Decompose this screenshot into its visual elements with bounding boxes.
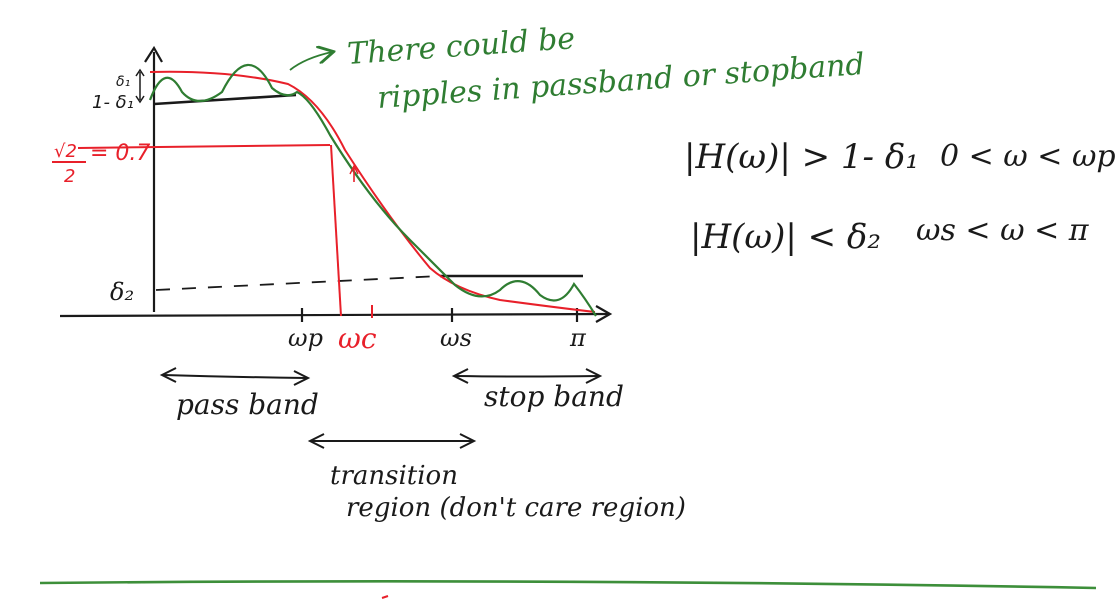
omega-p-label: ωp (288, 324, 323, 352)
red-response (52, 70, 596, 318)
root2-numerator: √2 (54, 141, 77, 162)
pi-label: π (569, 324, 587, 352)
delta2-dashed-line (155, 275, 441, 291)
ripple-note-line1: There could be (346, 21, 576, 72)
delta2-label: δ₂ (110, 278, 134, 306)
root2-denominator: 2 (64, 166, 75, 187)
condition1-lhs: |H(ω)| > 1- δ₁ (684, 137, 919, 177)
green-magnitude-curve (148, 63, 597, 317)
transition-label-line2: region (don't care region) (346, 493, 686, 523)
stopband-arrow (455, 375, 599, 378)
equals-07-label: = 0.7 (90, 141, 150, 166)
omega-c-label: ωc (338, 322, 377, 355)
passband-arrow (163, 374, 307, 379)
region-arrows (159, 367, 603, 449)
note-pointer-arrow (289, 52, 332, 71)
condition2-rhs: ωs < ω < π (916, 213, 1090, 248)
red-07-level-line (77, 144, 331, 149)
red-magnitude-curve (149, 70, 596, 313)
condition2-lhs: |H(ω)| < δ₂ (690, 217, 881, 257)
passband-label: pass band (176, 388, 319, 421)
condition1-rhs: 0 < ω < ωp (940, 139, 1116, 174)
green-response (148, 52, 597, 317)
stopband-label: stop band (484, 380, 624, 413)
omega-s-label: ωs (440, 324, 472, 352)
red-cutoff-vertical (330, 144, 342, 317)
one-minus-delta1-label: 1- δ₁ (92, 92, 134, 113)
axes (59, 45, 613, 323)
ink-dot (381, 595, 389, 599)
delta1-small-label: δ₁ (116, 74, 130, 90)
x-axis-arrowhead (595, 305, 613, 323)
y-axis-arrowhead (144, 45, 163, 63)
delta1-indicator (135, 68, 145, 104)
transition-label-line1: transition (330, 461, 458, 491)
x-axis (59, 312, 609, 318)
passband-lower-bound-line (153, 93, 297, 106)
page-divider-line (39, 580, 1097, 590)
tolerance-lines (153, 93, 583, 291)
green-red-arrow-head (349, 164, 359, 175)
